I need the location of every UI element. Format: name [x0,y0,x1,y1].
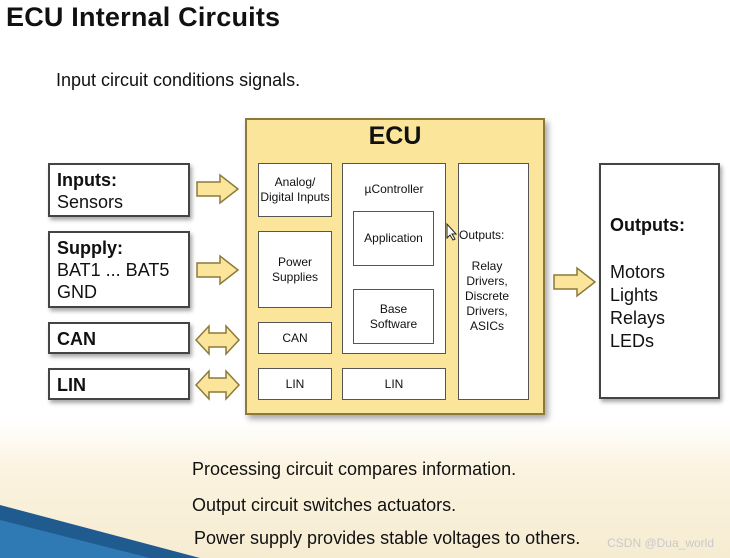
lin-ecu-label-left: LIN [285,376,305,391]
right-arrow-icon [196,254,240,286]
bullet-text: Output circuit switches actuators. [192,495,457,515]
output-item: LEDs [610,331,655,351]
power-supplies-label: Power Supplies [271,254,319,284]
application-box: Application [353,211,434,266]
can-heading: CAN [57,329,96,349]
base-software-box: Base Software [353,289,434,344]
analog-digital-inputs-label: Analog/ Digital Inputs [260,175,330,204]
decorative-wedge [0,505,200,558]
inputs-line: Sensors [57,192,124,212]
bullet-text: Power supply provides stable voltages to… [194,528,581,548]
can-ecu-box: CAN [258,322,332,354]
right-arrow-icon [553,266,597,298]
double-arrow-icon [194,324,241,356]
watermark: CSDN @Dua_world [607,536,714,550]
supply-heading: Supply: [57,238,123,258]
supply-line-bat: BAT1 ... BAT5 [57,260,170,280]
double-arrow-icon [194,369,241,401]
bullet-text: Processing circuit compares information. [192,459,517,479]
analog-digital-inputs-box: Analog/ Digital Inputs [258,163,332,217]
supply-box: Supply: BAT1 ... BAT5 GND [48,231,190,308]
can-input-box: CAN [48,322,190,354]
inputs-heading: Inputs: [57,170,117,190]
can-ecu-label: CAN [282,330,308,345]
outputs-box: Outputs: Motors Lights Relays LEDs [599,163,720,399]
mouse-cursor-icon [446,222,458,241]
ecu-outputs-title: Outputs: [459,228,505,242]
microcontroller-label: µController [364,182,424,196]
supply-line-gnd: GND [57,282,97,302]
power-supplies-box: Power Supplies [258,231,332,308]
subtitle: Input circuit conditions signals. [56,70,301,90]
lin-input-box: LIN [48,368,190,400]
page-title: ECU Internal Circuits [6,2,281,32]
ecu-outputs-box: Outputs: Relay Drivers, Discrete Drivers… [458,163,529,400]
right-arrow-icon [196,173,240,205]
ecu-outputs-body: Relay Drivers, Discrete Drivers, ASICs [464,259,509,333]
base-software-label: Base Software [369,301,418,331]
output-item: Motors [610,262,666,282]
inputs-sensors-box: Inputs: Sensors [48,163,190,217]
application-label: Application [364,231,423,245]
output-item: Lights [610,285,659,305]
output-item: Relays [610,308,666,328]
outputs-heading: Outputs: [610,215,685,235]
lin-ecu-label-right: LIN [384,376,404,391]
ecu-label: ECU [368,122,422,150]
lin-ecu-box-right: LIN [342,368,446,400]
lin-ecu-box-left: LIN [258,368,332,400]
lin-heading: LIN [57,375,86,395]
